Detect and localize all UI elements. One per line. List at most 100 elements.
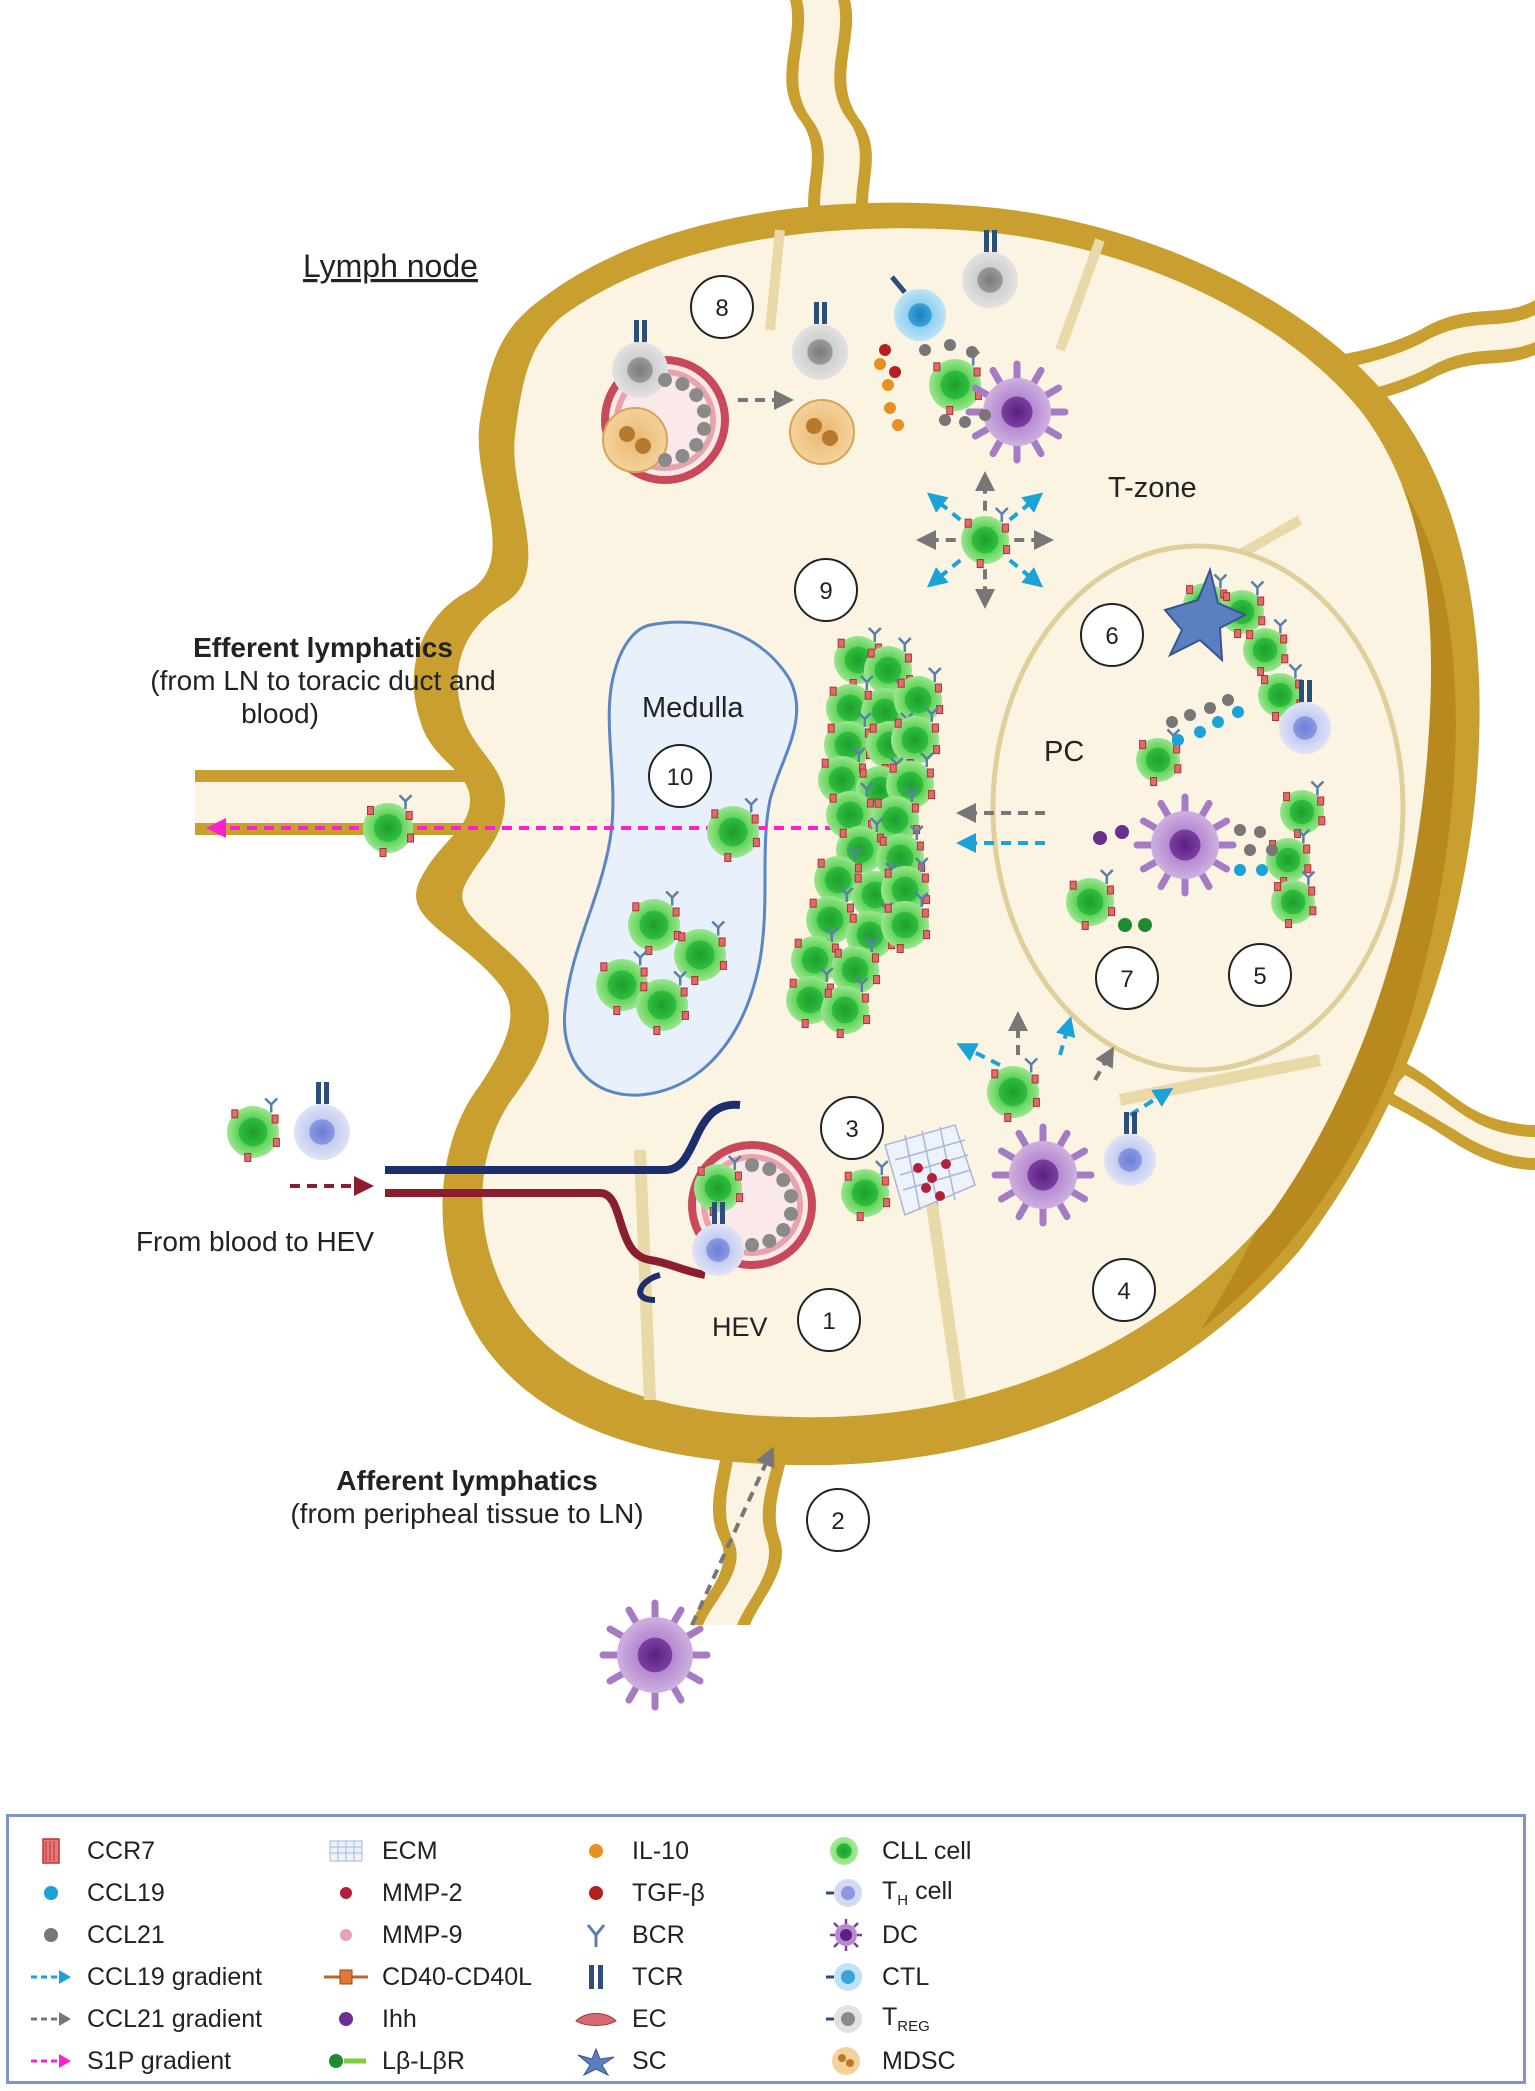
ccl19-upward-arrow (1128, 1087, 1174, 1117)
cd40-cd40l-icon (324, 1957, 368, 1997)
chemokine-dot (941, 1159, 951, 1169)
chemokine-dot (1166, 716, 1178, 728)
efferent-title: Efferent lymphatics (193, 632, 453, 663)
chemokine-dot (1256, 864, 1268, 876)
cll-cell (831, 937, 881, 999)
afferent-title: Afferent lymphatics (336, 1465, 597, 1496)
cll-cell (929, 350, 982, 415)
cll-cell (1136, 728, 1182, 787)
legend-item: SC (574, 2041, 667, 2081)
stromal-cell (1163, 566, 1248, 663)
step-marker-5: 5 (1228, 943, 1292, 1007)
chemokine-dot (658, 373, 672, 387)
legend-item: CCL21 gradient (29, 1999, 262, 2039)
cll-cell (1271, 870, 1317, 929)
cll-cell (1066, 869, 1116, 931)
chemokine-dot (935, 1191, 945, 1201)
step-marker-6: 6 (1080, 603, 1144, 667)
chemokine-dot (939, 414, 951, 426)
legend-item: TCR (574, 1957, 683, 1997)
sc-icon (574, 2041, 618, 2081)
ec-icon (574, 1999, 618, 2039)
cll-cell (1280, 780, 1326, 839)
th-cell (294, 1082, 350, 1160)
chemokine-dot (944, 339, 956, 351)
legend-item: IL-10 (574, 1831, 689, 1871)
chemokine-dot (1232, 706, 1244, 718)
mdsc-cell (789, 399, 855, 465)
chemokine-dot (745, 1158, 759, 1172)
legend-item: CCR7 (29, 1831, 155, 1871)
step-number: 6 (1105, 623, 1118, 650)
legend-item: CCL21 (29, 1915, 165, 1955)
legend-item: TGF-β (574, 1873, 705, 1913)
step-number: 7 (1120, 966, 1133, 993)
step-marker-2: 2 (806, 1488, 870, 1552)
ccl19-radial-arrow (926, 492, 962, 522)
legend-item: Lβ-LβR (324, 2041, 465, 2081)
chemokine-dot (1118, 918, 1132, 932)
dendritic-cell (1133, 793, 1237, 897)
s1p-gradient-icon (29, 2041, 73, 2081)
chemokine-dot (927, 1173, 937, 1183)
ccl19-icon (29, 1873, 73, 1913)
chemokine-dot (1234, 864, 1246, 876)
chemokine-dot (1244, 844, 1256, 856)
step-marker-7: 7 (1095, 946, 1159, 1010)
mmp2-icon (324, 1873, 368, 1913)
step-marker-4: 4 (1092, 1258, 1156, 1322)
chemokine-dot (762, 1161, 777, 1176)
chemokine-dot (1234, 824, 1246, 836)
chemokine-dot (783, 1206, 798, 1221)
step-number: 4 (1117, 1278, 1130, 1305)
chemokine-dot (921, 1183, 931, 1193)
from-blood-label: From blood to HEV (136, 1226, 374, 1257)
legend-item: CTL (824, 1957, 929, 1997)
chemokine-dot (919, 344, 931, 356)
chemokine-dot (913, 1163, 923, 1173)
chemokine-dot (884, 402, 896, 414)
ccl19-radial-arrow (926, 558, 962, 588)
treg-cell (962, 230, 1018, 308)
legend-item: CCL19 (29, 1873, 165, 1913)
legend-item: MMP-9 (324, 1915, 463, 1955)
step-number: 5 (1253, 963, 1266, 990)
ccl19-upward-arrow (956, 1043, 1001, 1067)
legend: CCR7 CCL19 CCL21 CCL19 gradient CCL21 gr… (6, 1814, 1526, 2084)
chemokine-dot (675, 449, 690, 464)
legend-item: BCR (574, 1915, 685, 1955)
step-marker-3: 3 (820, 1096, 884, 1160)
diagram-title: Lymph node (303, 248, 478, 284)
afferent-subtitle: (from peripheal tissue to LN) (290, 1498, 643, 1529)
cll-cell (987, 1057, 1040, 1122)
legend-item: Ihh (324, 1999, 417, 2039)
tcr-icon (574, 1957, 618, 1997)
step-number: 1 (822, 1308, 835, 1335)
pc-region (990, 543, 1406, 1073)
dendritic-cell (965, 360, 1069, 464)
cells-group (227, 230, 1331, 1711)
legend-item: CCL19 gradient (29, 1957, 262, 1997)
ctl-icon (824, 1957, 868, 1997)
efferent-subtitle-2: blood) (241, 698, 319, 729)
bcr-icon (574, 1915, 618, 1955)
hev-label: HEV (712, 1312, 768, 1342)
chemokine-dot (1254, 826, 1266, 838)
step-marker-8: 8 (690, 275, 754, 339)
th-cell (1104, 1112, 1156, 1186)
legend-item: S1P gradient (29, 2041, 231, 2081)
cll-cell (821, 977, 871, 1039)
treg-cell (612, 320, 668, 398)
cll-cell (1243, 618, 1289, 677)
pc-label: PC (1044, 736, 1084, 768)
right-bottom-vessel (1380, 1060, 1535, 1170)
mmp9-icon (324, 1915, 368, 1955)
arrows-group (206, 390, 1174, 1626)
chemokine-dot (966, 346, 978, 358)
cll-cell (841, 1160, 891, 1222)
il10-icon (574, 1831, 618, 1871)
chemokine-dot (1204, 702, 1216, 714)
afferent-vessel (690, 1420, 791, 1625)
chemokine-dot (1212, 716, 1224, 728)
